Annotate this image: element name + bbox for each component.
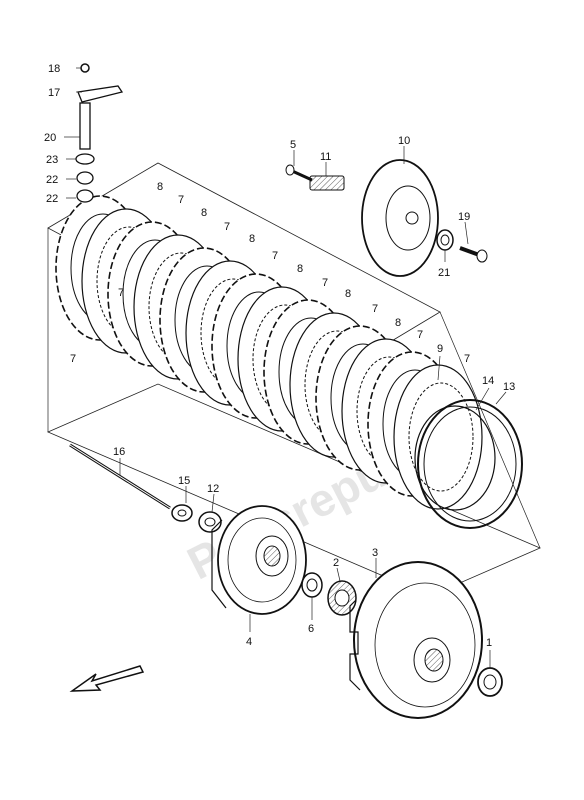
callout-7: 7 — [224, 221, 230, 233]
callout-15: 15 — [178, 475, 190, 487]
part-5-bolt — [285, 164, 313, 182]
callout-16: 16 — [113, 446, 125, 458]
part-22-bearing-lower — [76, 189, 94, 203]
part-6-thrust-washer — [301, 572, 323, 598]
part-3-clutch-housing — [349, 561, 483, 719]
callout-8: 8 — [395, 317, 401, 329]
callout-8: 8 — [201, 207, 207, 219]
callout-11: 11 — [320, 151, 331, 163]
callout-7: 7 — [464, 353, 470, 365]
steel-plate — [393, 364, 483, 510]
callout-17: 17 — [48, 87, 60, 99]
callout-20: 20 — [44, 132, 56, 144]
part-12-lock-washer — [198, 511, 222, 533]
callout-23: 23 — [46, 154, 58, 166]
part-17-release-arm — [77, 85, 124, 103]
callout-7: 7 — [322, 277, 328, 289]
callout-2: 2 — [333, 557, 339, 569]
callout-labels: 1 2 3 4 5 6 7 7 7 7 7 7 7 7 7 8 8 8 8 8 … — [44, 63, 515, 649]
callout-13: 13 — [503, 381, 515, 393]
callout-8: 8 — [345, 288, 351, 300]
front-direction-arrow-icon — [69, 665, 145, 692]
callout-9: 9 — [437, 343, 443, 355]
callout-6: 6 — [308, 623, 314, 635]
callout-1: 1 — [486, 637, 492, 649]
callout-18: 18 — [48, 63, 60, 75]
callout-leaders — [64, 67, 507, 668]
callout-7: 7 — [417, 329, 423, 341]
callout-5: 5 — [290, 139, 296, 151]
callout-12: 12 — [207, 483, 219, 495]
callout-14: 14 — [482, 375, 494, 387]
clutch-plate-stack — [55, 195, 483, 510]
callout-7: 7 — [70, 353, 76, 365]
callout-7: 7 — [272, 250, 278, 262]
part-1-spacer — [477, 667, 503, 697]
callout-7: 7 — [178, 194, 184, 206]
part-23-seal — [75, 153, 95, 165]
part-18-screw — [80, 63, 90, 73]
callout-3: 3 — [372, 547, 378, 559]
callout-8: 8 — [297, 263, 303, 275]
part-10-pressure-plate — [361, 159, 439, 277]
callout-21: 21 — [438, 267, 450, 279]
callout-22: 22 — [46, 174, 58, 186]
part-15-bushing — [171, 504, 193, 522]
part-13-ring — [417, 399, 523, 529]
part-2-needle-bearing — [327, 580, 357, 616]
part-22-bearing-upper — [76, 171, 94, 185]
part-19-release-rod — [459, 246, 488, 263]
callout-4: 4 — [246, 636, 252, 648]
callout-8: 8 — [157, 181, 163, 193]
part-20-release-shaft — [79, 102, 91, 150]
callout-10: 10 — [398, 135, 410, 147]
part-21-bearing — [436, 229, 454, 251]
callout-7: 7 — [372, 303, 378, 315]
part-4-sleeve-hub — [211, 505, 307, 615]
part-14-wire-ring — [414, 405, 496, 511]
callout-7: 7 — [118, 287, 124, 299]
callout-8: 8 — [249, 233, 255, 245]
callout-19: 19 — [458, 211, 470, 223]
callout-22: 22 — [46, 193, 58, 205]
part-11-clutch-spring — [309, 175, 345, 191]
